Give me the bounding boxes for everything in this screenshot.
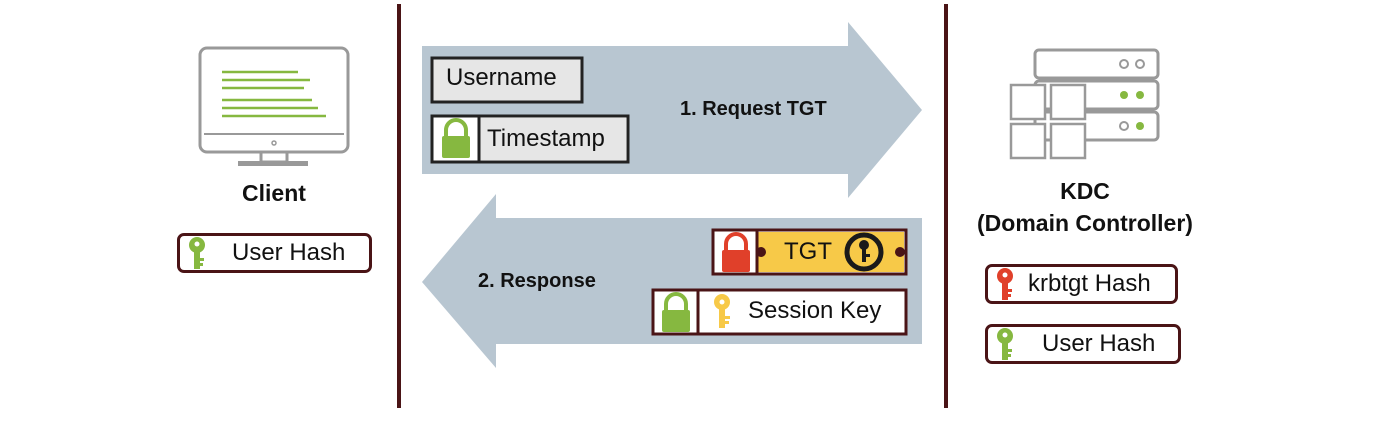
client-title: Client bbox=[242, 180, 306, 206]
tgt-field: TGT bbox=[784, 238, 832, 265]
username-box-frame bbox=[430, 56, 584, 104]
kdc-title: KDC (Domain Controller) bbox=[950, 175, 1220, 239]
timestamp-lock-icon bbox=[442, 118, 470, 158]
tgt-key-coin-icon bbox=[844, 232, 884, 272]
monitor-icon bbox=[198, 46, 350, 166]
client-user-hash-box: User Hash bbox=[177, 233, 372, 273]
server-rack-icon bbox=[1009, 48, 1160, 160]
kdc-title-line2: (Domain Controller) bbox=[977, 210, 1193, 236]
kdc-user-hash-label: User Hash bbox=[1042, 330, 1156, 357]
request-arrow bbox=[422, 22, 922, 198]
kdc-user-hash-box: User Hash bbox=[985, 324, 1181, 364]
kdc-krbtgt-hash-label: krbtgt Hash bbox=[1028, 270, 1151, 297]
green-key-icon bbox=[180, 233, 214, 273]
session-key-icon bbox=[714, 294, 730, 328]
kdc-title-line1: KDC bbox=[1060, 178, 1110, 204]
green-key-icon bbox=[988, 324, 1022, 364]
session-key-lock-icon bbox=[662, 292, 690, 332]
tgt-lock-icon bbox=[722, 232, 750, 272]
session-key-box-frame bbox=[651, 288, 908, 336]
red-key-icon bbox=[988, 264, 1022, 304]
username-field: Username bbox=[446, 64, 557, 91]
client-user-hash-label: User Hash bbox=[232, 239, 346, 266]
timestamp-field: Timestamp bbox=[487, 125, 605, 152]
request-label: 1. Request TGT bbox=[680, 98, 827, 120]
session-key-field: Session Key bbox=[748, 297, 882, 324]
kdc-krbtgt-hash-box: krbtgt Hash bbox=[985, 264, 1178, 304]
response-label: 2. Response bbox=[478, 270, 596, 292]
